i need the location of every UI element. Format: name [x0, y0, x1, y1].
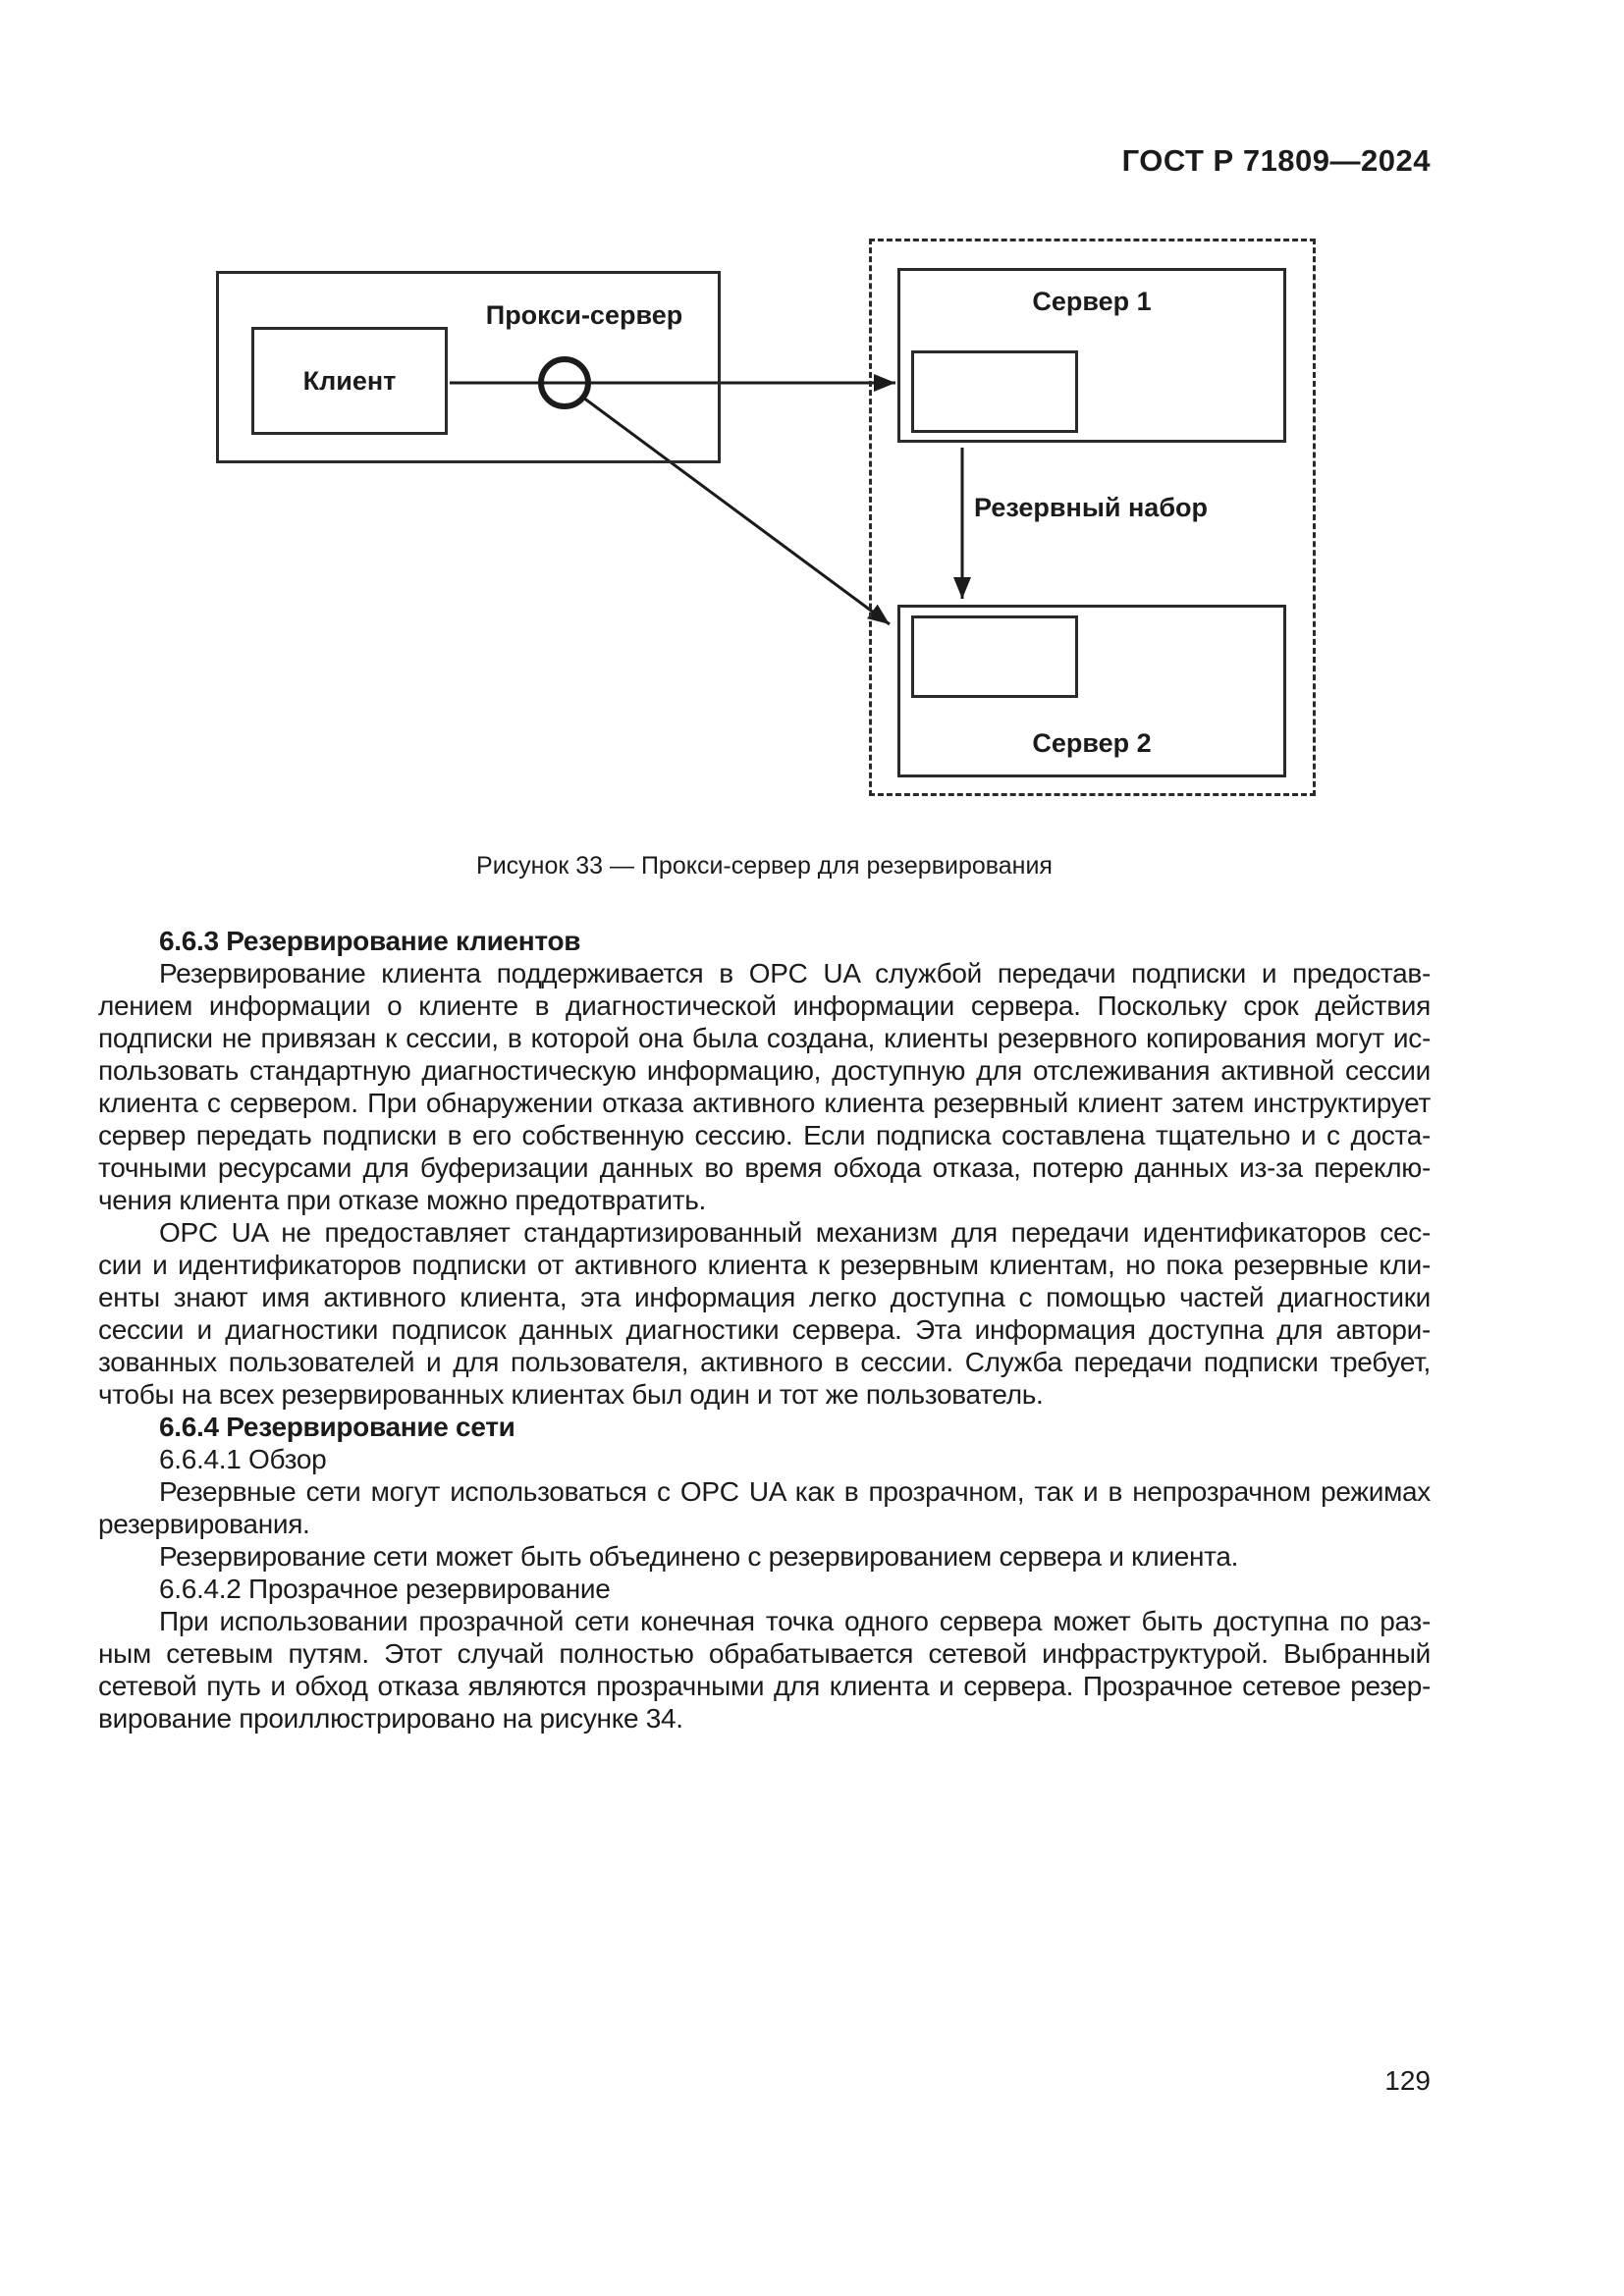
text-line: клиента с сервером. При обнаружении отка…	[98, 1088, 1431, 1118]
client-label: Клиент	[302, 365, 397, 396]
text-line: Резервирование сети может быть объединен…	[159, 1541, 1239, 1572]
text-line: резервирования.	[98, 1509, 310, 1539]
figure-caption: Рисунок 33 — Прокси-сервер для резервиро…	[476, 852, 1053, 880]
text-line: пользовать стандартную диагностическую и…	[98, 1055, 1431, 1086]
text-line: чтобы на всех резервированных клиентах б…	[98, 1379, 1044, 1410]
text-line: При использовании прозрачной сети конечн…	[159, 1606, 1431, 1636]
reserve-set-label: Резервный набор	[974, 493, 1208, 522]
server2-box	[897, 605, 1286, 777]
redundant-set-boundary	[869, 239, 1316, 796]
server2-inner-box	[911, 615, 1078, 698]
server1-label: Сервер 1	[1032, 287, 1152, 316]
text-line: подписки не привязан к сессии, в которой…	[98, 1023, 1431, 1053]
page-number: 129	[1384, 2065, 1431, 2096]
text-line: сессии и диагностики подписок данных диа…	[98, 1314, 1431, 1345]
server2-label: Сервер 2	[1032, 728, 1152, 758]
text-line: 6.6.3 Резервирование клиентов	[159, 926, 581, 956]
text-line: лением информации о клиенте в диагностич…	[98, 990, 1431, 1021]
server1-box	[897, 268, 1286, 443]
text-line: 6.6.4 Резервирование сети	[159, 1412, 515, 1442]
text-line: 6.6.4.1 Обзор	[159, 1444, 327, 1474]
text-line: точными ресурсами для буферизации данных…	[98, 1152, 1431, 1183]
text-line: сии и идентификаторов подписки от активн…	[98, 1250, 1431, 1280]
text-line: Резервирование клиента поддерживается в …	[159, 958, 1431, 988]
text-line: ным сетевым путям. Этот случай полностью…	[98, 1638, 1431, 1669]
text-line: зованных пользователей и для пользовател…	[98, 1347, 1431, 1377]
page-header: ГОСТ Р 71809—2024	[1121, 143, 1431, 178]
text-line: Резервные сети могут использоваться с OP…	[159, 1476, 1431, 1507]
text-line: чения клиента при отказе можно предотвра…	[98, 1185, 707, 1215]
client-box: Клиент	[251, 327, 448, 435]
text-line: вирование проиллюстрировано на рисунке 3…	[98, 1703, 683, 1734]
client-system-box	[216, 271, 721, 463]
text-line: енты знают имя активного клиента, эта ин…	[98, 1282, 1431, 1312]
text-line: OPC UA не предоставляет стандартизирован…	[159, 1217, 1431, 1248]
text-line: сервер передать подписки в его собственн…	[98, 1120, 1431, 1150]
text-line: сетевой путь и обход отказа являются про…	[98, 1671, 1431, 1701]
proxy-server-label: Прокси-сервер	[485, 300, 683, 330]
text-line: 6.6.4.2 Прозрачное резервирование	[159, 1574, 611, 1604]
server1-inner-box	[911, 350, 1078, 433]
